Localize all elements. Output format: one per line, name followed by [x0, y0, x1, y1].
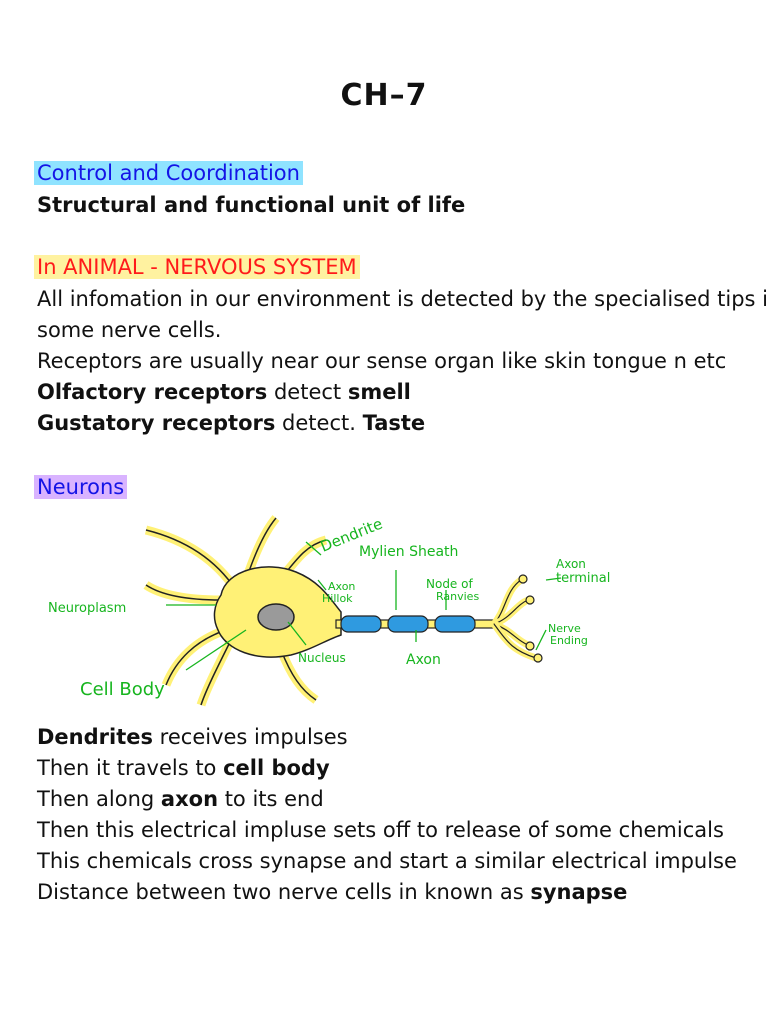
label-node-1: Node of — [426, 577, 473, 591]
line-cell-body: Then it travels to cell body — [37, 753, 330, 783]
heading-text: Control and Coordination — [34, 161, 303, 185]
label-mylien-sheath: Mylien Sheath — [359, 544, 458, 560]
term-axon: axon — [160, 787, 219, 811]
label-nerve-ending-2: Ending — [550, 634, 588, 647]
heading-text: In ANIMAL - NERVOUS SYSTEM — [34, 255, 360, 279]
nucleus-shape — [257, 603, 295, 631]
heading-control-coordination: Control and Coordination — [34, 158, 303, 188]
terminal-bulbs — [518, 574, 543, 663]
mylien-sheath-segments — [340, 615, 476, 633]
page-title: CH–7 — [340, 78, 428, 113]
line-axon: Then along axon to its end — [37, 784, 324, 814]
text-receives: receives impulses — [153, 725, 348, 749]
label-axon: Axon — [406, 652, 441, 668]
term-smell: smell — [347, 380, 411, 404]
text-to-end: to its end — [218, 787, 324, 811]
text-distance: Distance between two nerve cells in know… — [37, 880, 531, 904]
heading-neurons: Neurons — [34, 472, 128, 502]
para-info-line1: All infomation in our environment is det… — [37, 287, 768, 311]
axon-terminal-branches — [491, 577, 538, 662]
para-receptors: Receptors are usually near our sense org… — [37, 349, 727, 373]
text-detect: detect. — [275, 411, 363, 435]
heading-nervous-system: In ANIMAL - NERVOUS SYSTEM — [34, 252, 360, 282]
label-axon-terminal-2: terminal — [556, 571, 610, 586]
label-axon-terminal-1: Axon — [556, 557, 586, 571]
label-axon-hillok-2: Hillok — [322, 592, 353, 605]
line-chemicals: Then this electrical impluse sets off to… — [37, 818, 724, 842]
text-then-travels: Then it travels to — [37, 756, 224, 780]
term-taste: Taste — [362, 411, 426, 435]
line-gustatory: Gustatory receptors detect. Taste — [37, 408, 425, 438]
label-axon-hillok-1: Axon — [328, 580, 355, 593]
label-neuroplasm: Neuroplasm — [48, 601, 126, 616]
pointer-lines — [166, 541, 562, 671]
term-gustatory: Gustatory receptors — [37, 411, 276, 435]
neuron-diagram: Dendrite Mylien Sheath Axon Hillok Node … — [48, 515, 610, 707]
text-detect: detect — [267, 380, 348, 404]
label-nucleus: Nucleus — [298, 651, 346, 665]
line-structural-unit: Structural and functional unit of life — [37, 193, 466, 217]
label-nerve-ending-1: Nerve — [548, 622, 581, 635]
text-then-along: Then along — [37, 787, 161, 811]
line-synapse-def: Distance between two nerve cells in know… — [37, 877, 627, 907]
line-olfactory: Olfactory receptors detect smell — [37, 377, 411, 407]
label-cell-body: Cell Body — [80, 679, 165, 700]
para-info-line2: some nerve cells. — [37, 318, 222, 342]
term-olfactory: Olfactory receptors — [37, 380, 268, 404]
label-node-2: Ranvies — [436, 590, 479, 603]
line-synapse-cross: This chemicals cross synapse and start a… — [37, 849, 737, 873]
term-dendrites: Dendrites — [37, 725, 153, 749]
heading-text: Neurons — [34, 475, 128, 499]
term-synapse: synapse — [530, 880, 628, 904]
line-dendrites: Dendrites receives impulses — [37, 722, 348, 752]
term-cell-body: cell body — [223, 756, 330, 780]
